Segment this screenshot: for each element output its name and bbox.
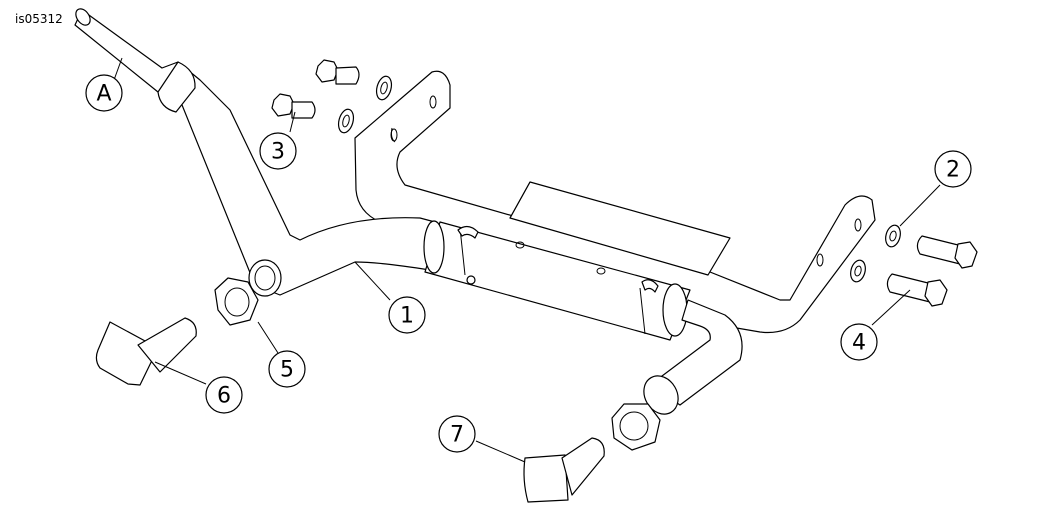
callout-5: 5 — [268, 350, 306, 388]
callout-label: 7 — [450, 423, 464, 448]
washer-right-2 — [850, 259, 866, 283]
callout-6: 6 — [205, 376, 243, 414]
callout-label: 1 — [400, 304, 414, 329]
nut-left — [214, 277, 259, 326]
figure-id: is05312 — [15, 12, 63, 26]
callout-label: 5 — [280, 358, 294, 383]
pedal-pad-7 — [523, 437, 605, 503]
pedal-shaft-assembly — [74, 8, 743, 415]
bolt-upper-1 — [315, 59, 360, 85]
callout-7: 7 — [438, 415, 476, 453]
callout-label: 4 — [852, 331, 866, 356]
washer-upper-2 — [337, 108, 355, 134]
callout-2: 2 — [934, 150, 972, 188]
nut-right — [611, 403, 661, 451]
bolt-right-2 — [886, 273, 948, 307]
callout-label: 6 — [217, 384, 231, 409]
callout-A: A — [85, 74, 123, 112]
callout-label: A — [96, 82, 111, 107]
callout-3: 3 — [259, 132, 297, 170]
washer-upper-1 — [375, 75, 393, 101]
bolt-upper-2 — [271, 93, 316, 119]
callout-1: 1 — [388, 296, 426, 334]
leader-lines — [113, 57, 941, 463]
callout-label: 2 — [946, 158, 960, 183]
callout-4: 4 — [840, 323, 878, 361]
pedal-pad-6 — [95, 317, 197, 386]
callout-label: 3 — [271, 140, 285, 165]
bolt-right-1 — [916, 235, 978, 269]
washer-right-1 — [885, 224, 901, 248]
